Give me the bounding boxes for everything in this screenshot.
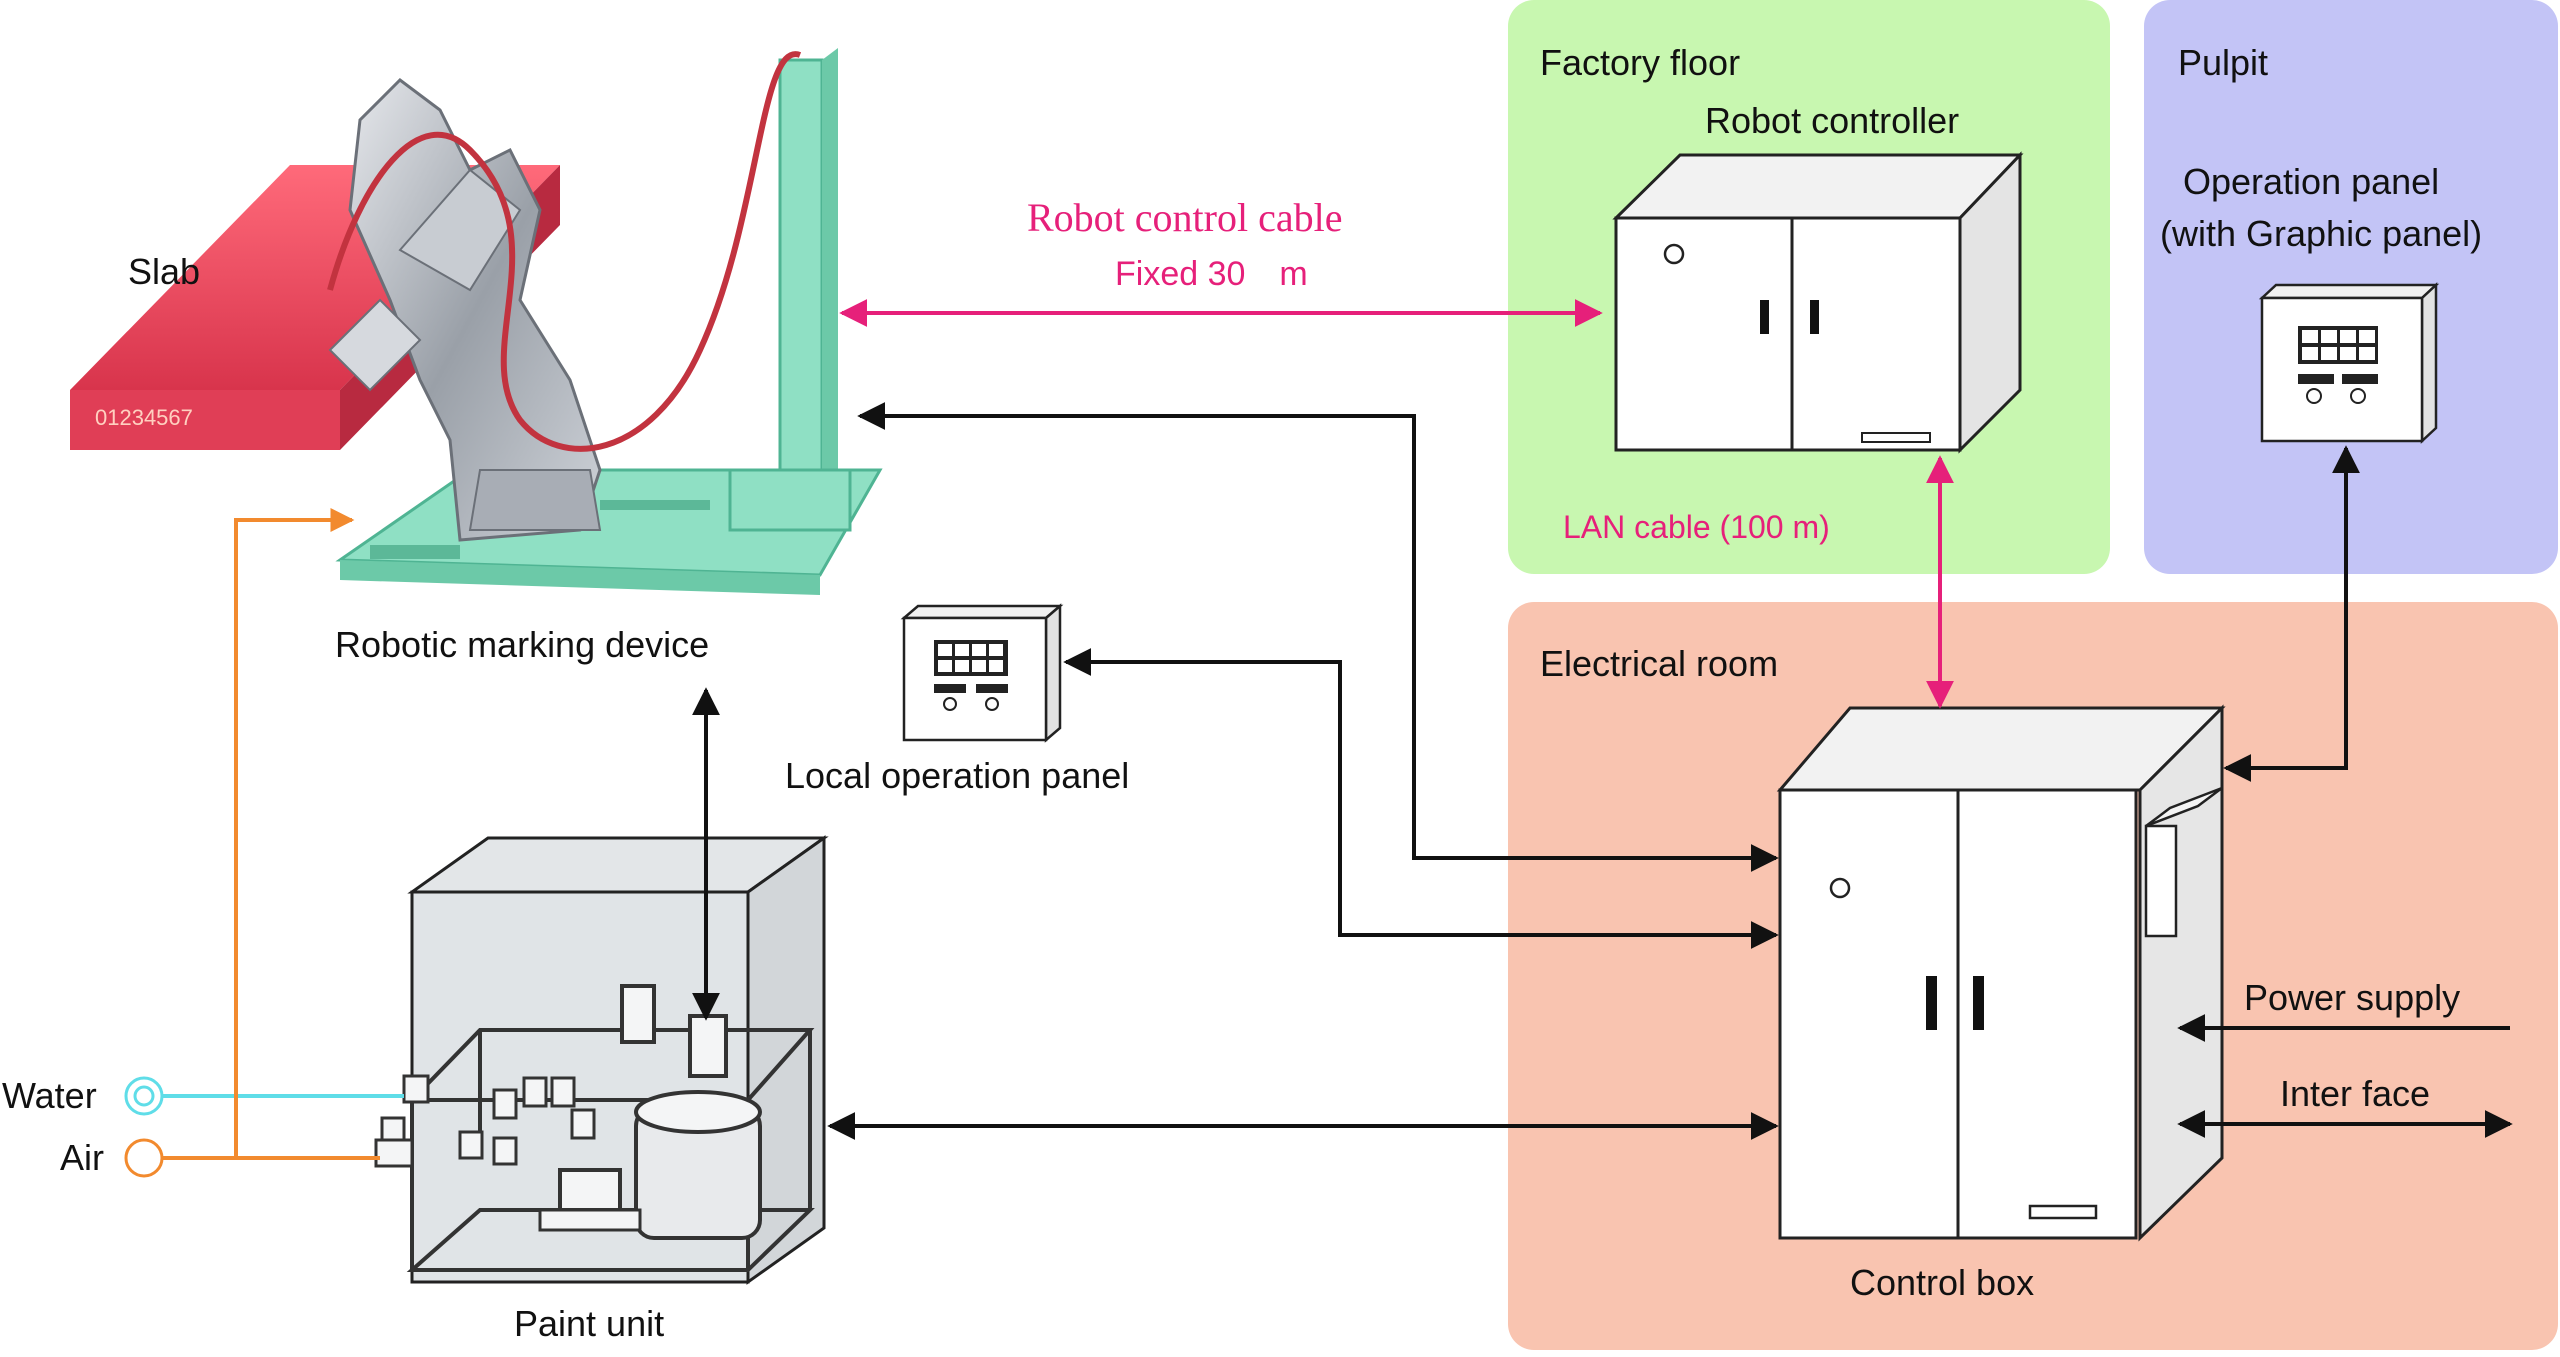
- paint-unit-device: [374, 835, 829, 1285]
- slab-marking: 01234567: [95, 405, 193, 430]
- operation-panel-to-control-box-line: [2223, 445, 2360, 782]
- robot-controller-cabinet: [1612, 151, 2024, 454]
- robot-controller-label: Robot controller: [1705, 100, 1959, 141]
- robot-control-cable-label: Robot control cable: [1027, 195, 1342, 240]
- electrical-room-label: Electrical room: [1540, 643, 1778, 684]
- slab-label: Slab: [128, 251, 200, 292]
- power-supply-label: Power supply: [2244, 977, 2460, 1018]
- robotic-marking-device-label: Robotic marking device: [335, 624, 709, 665]
- control-box-label: Control box: [1850, 1262, 2034, 1303]
- robotic-marking-device-illustration: 01234567: [70, 48, 883, 595]
- operation-panel-device: [2258, 282, 2440, 444]
- factory-floor-label: Factory floor: [1540, 42, 1740, 83]
- control-box-cabinet: [1776, 704, 2226, 1242]
- air-label: Air: [60, 1137, 104, 1178]
- operation-panel-label-line2: (with Graphic panel): [2160, 213, 2482, 254]
- air-line-to-robot: [234, 508, 355, 1158]
- interface-label: Inter face: [2280, 1073, 2430, 1114]
- cable-pillar: [778, 58, 824, 522]
- local-panel-to-control-box-line: [1063, 648, 1779, 949]
- robot-control-cable-length: Fixed 30 m: [1115, 255, 1308, 293]
- air-inlet-icon: [124, 1138, 164, 1178]
- operation-panel-label-line1: Operation panel: [2183, 161, 2439, 202]
- robot-cable: [327, 51, 802, 452]
- lan-cable-label: LAN cable (100 m): [1563, 509, 1830, 545]
- local-operation-panel-device: [900, 603, 1064, 743]
- paint-unit-label: Paint unit: [514, 1303, 664, 1344]
- local-operation-panel-label: Local operation panel: [785, 755, 1129, 796]
- water-label: Water: [2, 1075, 97, 1116]
- pulpit-label: Pulpit: [2178, 42, 2268, 83]
